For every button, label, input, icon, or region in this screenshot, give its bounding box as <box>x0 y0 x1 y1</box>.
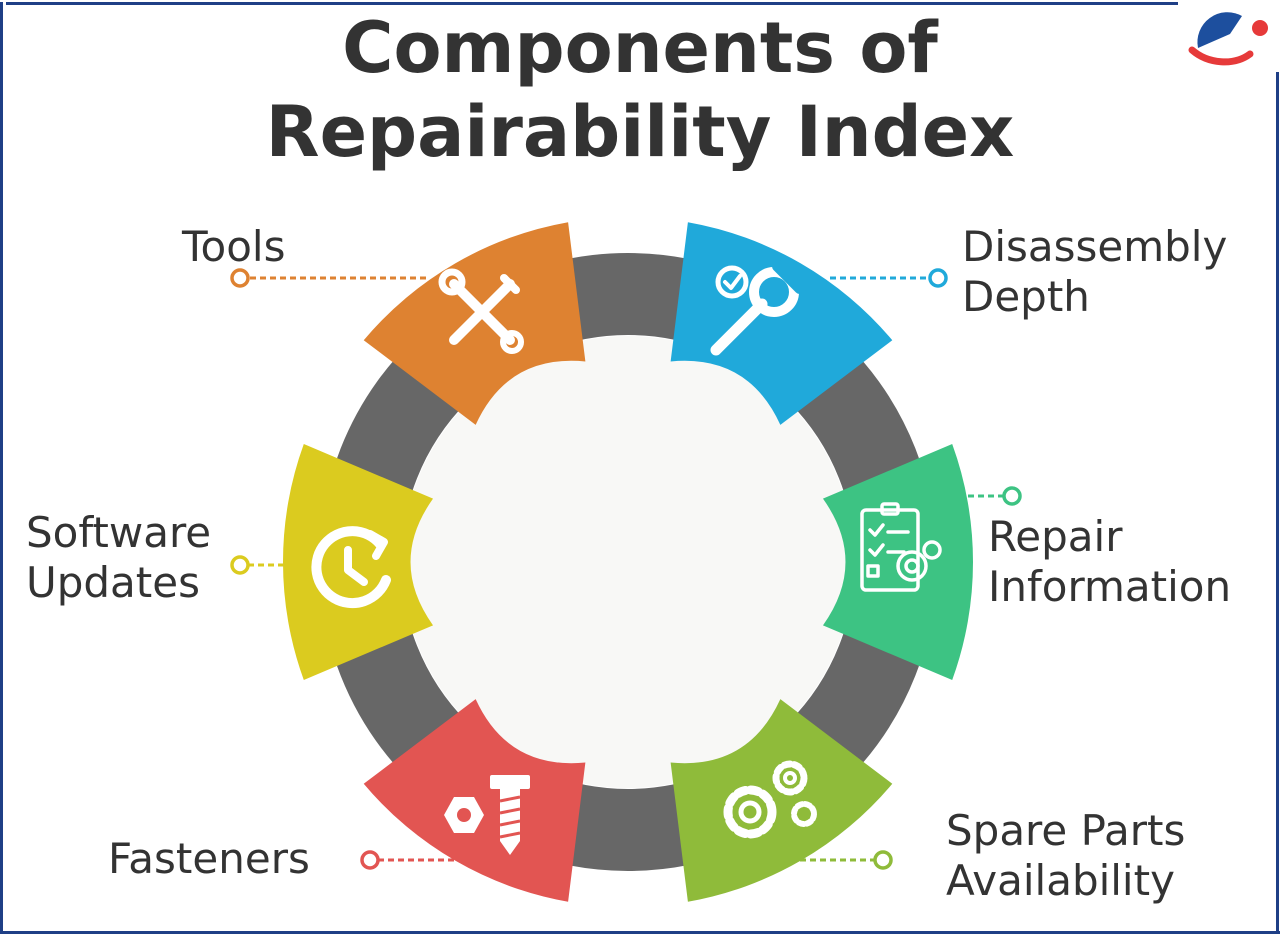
connector-dot-spare <box>873 850 893 870</box>
connector-dot-repair <box>1002 486 1022 506</box>
label-software: Software Updates <box>26 508 212 607</box>
inner-circle <box>402 336 854 788</box>
connector-dot-disassembly <box>928 268 948 288</box>
brand-logo <box>1188 10 1268 70</box>
frame-bottom-line <box>0 931 1280 934</box>
connector-dot-software <box>230 555 250 575</box>
frame-right-line <box>1276 72 1279 934</box>
label-disassembly: Disassembly Depth <box>962 222 1228 321</box>
wrench-check-icon <box>710 260 806 356</box>
segment-spare <box>670 699 893 902</box>
gears-icon <box>723 760 817 839</box>
diagram-title-line-2: Repairability Index <box>265 91 1015 173</box>
label-repair: Repair Information <box>988 512 1232 611</box>
label-spare: Spare Parts Availability <box>946 806 1186 905</box>
connector-dot-tools <box>230 268 250 288</box>
label-tools: Tools <box>182 222 286 271</box>
connector-dot-fasteners <box>360 850 380 870</box>
clock-refresh-icon <box>311 526 391 609</box>
bolt-nut-icon <box>444 775 530 855</box>
frame-top-line <box>6 2 1178 5</box>
label-fasteners: Fasteners <box>108 834 310 883</box>
frame-left-line <box>0 2 3 934</box>
wrench-screwdriver-icon <box>438 268 524 354</box>
segment-disassembly <box>670 222 893 425</box>
clipboard-gear-icon <box>860 502 942 592</box>
segment-software <box>283 444 434 680</box>
diagram-title-line-1: Components of <box>342 7 938 89</box>
